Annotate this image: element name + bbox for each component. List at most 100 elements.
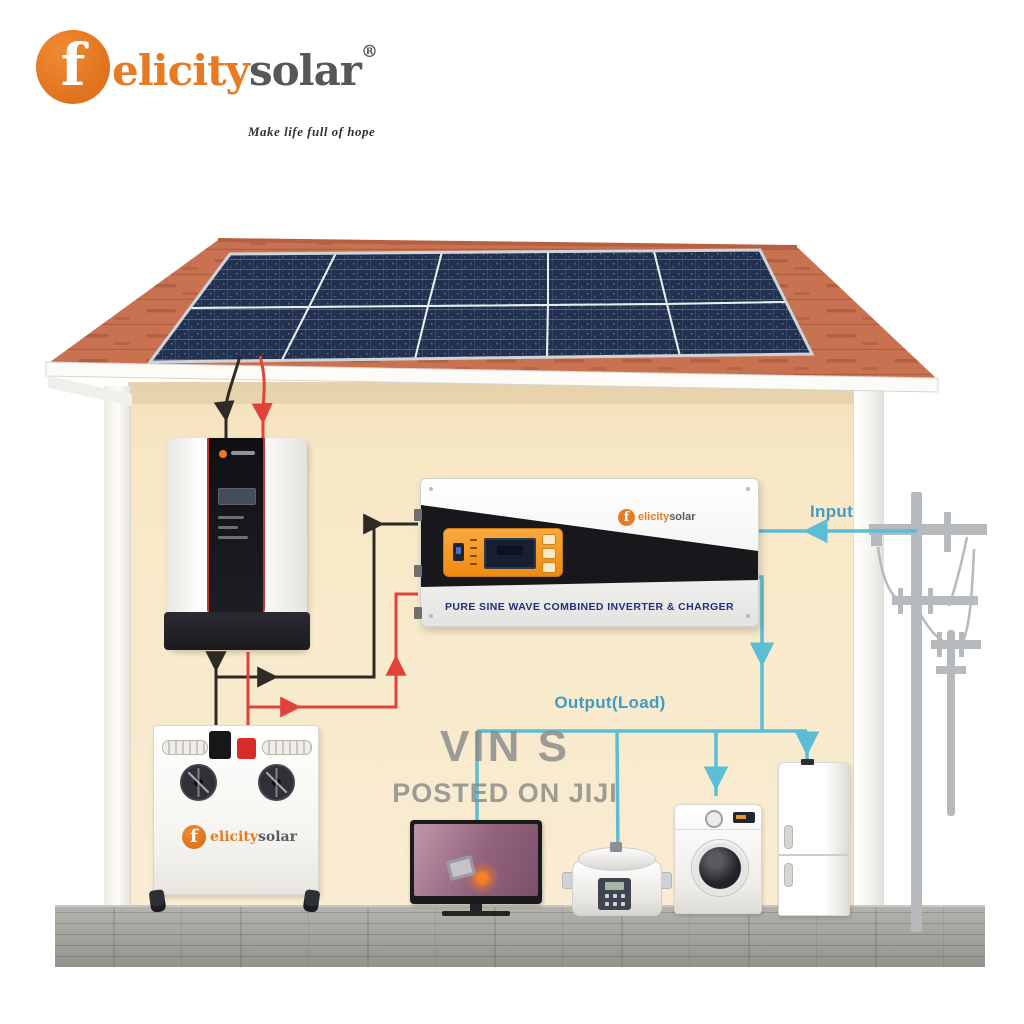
washer-knob[interactable] xyxy=(705,810,723,828)
inverter-unit: f elicitysolar PURE SINE WAVE COMBINED I… xyxy=(414,478,759,627)
panel-tick xyxy=(470,547,477,549)
panel-button[interactable] xyxy=(542,562,556,573)
solar-panel xyxy=(545,302,682,359)
brand-dot-icon xyxy=(219,450,227,458)
brand-word-solar: solar xyxy=(248,46,362,95)
solar-array-frame xyxy=(146,248,815,364)
mount-tab xyxy=(414,509,422,521)
pv-negative-wire xyxy=(213,355,242,423)
house-corner-trim-left xyxy=(104,386,131,907)
washer-display xyxy=(733,812,755,823)
cooker-button[interactable] xyxy=(613,902,617,906)
fridge-door-divider xyxy=(779,854,849,856)
fridge-handle xyxy=(784,825,793,849)
pv-positive-wire xyxy=(251,355,273,425)
brand-word-felicity: elicity xyxy=(112,46,250,95)
panel-text-line xyxy=(218,526,238,529)
panel-button[interactable] xyxy=(542,548,556,559)
input-label: Input xyxy=(810,502,854,521)
battery-cabinet: f elicitysolar xyxy=(148,725,321,913)
brand-dot-icon: f xyxy=(618,508,635,526)
pole-crossarm xyxy=(869,524,987,535)
inverter-lcd-display xyxy=(484,538,536,569)
brand-wordmark: elicitysolar® xyxy=(112,42,378,95)
panel-text-line xyxy=(218,536,248,539)
roof-soffit xyxy=(48,376,132,406)
inverter-brand-felicity: elicity xyxy=(638,511,670,523)
registered-mark: ® xyxy=(360,42,378,62)
cooker-feed-wire xyxy=(615,730,620,857)
caster-wheel xyxy=(148,889,167,913)
cooker-button[interactable] xyxy=(621,894,625,898)
house-corner-trim-right xyxy=(853,378,884,907)
cooling-fan-icon xyxy=(180,764,217,801)
rice-cooker xyxy=(562,842,672,916)
charge-controller-display xyxy=(218,488,256,505)
roof-ridge xyxy=(217,238,798,249)
inverter-positive-wire xyxy=(394,592,418,659)
brand-logo-f: f xyxy=(60,31,86,99)
charge-controller-front-panel xyxy=(207,438,265,612)
pole-sag-wires xyxy=(876,536,976,648)
brand-dot-icon: f xyxy=(182,825,206,849)
cooker-button[interactable] xyxy=(605,894,609,898)
inverter-brand-solar: solar xyxy=(669,511,696,523)
pole-insulator xyxy=(928,588,933,614)
panel-text-line xyxy=(218,516,244,519)
cooker-button[interactable] xyxy=(613,894,617,898)
fridge-wire-connector xyxy=(801,759,814,765)
screw-icon xyxy=(746,614,750,618)
television xyxy=(410,820,542,916)
power-switch[interactable] xyxy=(453,543,464,561)
brand-text-mark xyxy=(231,451,255,455)
ac-wires xyxy=(475,518,917,857)
screw-icon xyxy=(746,487,750,491)
panel-tick xyxy=(470,555,477,557)
washer-control-row xyxy=(675,805,761,830)
solar-panel xyxy=(547,249,669,307)
output-load-label: Output(Load) xyxy=(554,693,666,712)
fridge-handle xyxy=(784,863,793,887)
stone-ground xyxy=(55,905,985,967)
charge-controller-bottom-band xyxy=(164,612,310,650)
utility-pole xyxy=(869,492,987,932)
watermark-line1: VIN S xyxy=(440,722,570,771)
utility-pole-background xyxy=(947,630,955,816)
charge-controller xyxy=(164,438,310,650)
cooker-button[interactable] xyxy=(621,902,625,906)
inverter-brand-logo: f elicitysolar xyxy=(618,507,695,527)
battery-brand-felicity: elicity xyxy=(210,829,258,845)
dc-wires xyxy=(205,513,418,740)
washer-door xyxy=(691,839,749,897)
battery-brand-logo: f elicitysolar xyxy=(182,824,297,850)
battery-vent xyxy=(162,740,208,755)
cooling-fan-icon xyxy=(258,764,295,801)
brand-tagline: Make life full of hope xyxy=(248,124,376,139)
pole-crossarm xyxy=(931,640,981,649)
panel-tick xyxy=(470,539,477,541)
pole-crossarm xyxy=(892,596,978,605)
refrigerator xyxy=(778,759,850,916)
cooker-control-panel xyxy=(598,878,631,910)
brand-logo-icon: f xyxy=(36,30,110,104)
roof-fascia-gutter xyxy=(45,361,939,393)
screw-icon xyxy=(429,487,433,491)
solar-panel xyxy=(413,303,550,361)
battery-vent xyxy=(262,740,312,755)
tv-screen-content xyxy=(445,855,477,881)
panel-tick xyxy=(470,563,477,565)
mount-tab xyxy=(414,565,422,577)
utility-pole-mast xyxy=(911,492,922,932)
battery-negative-terminal xyxy=(209,731,231,759)
inverter-positive-wire xyxy=(297,654,407,709)
cooker-button[interactable] xyxy=(605,902,609,906)
panel-button[interactable] xyxy=(542,534,556,545)
battery-brand-solar: solar xyxy=(258,829,297,845)
solar-panel-array xyxy=(146,248,815,364)
washing-machine xyxy=(674,804,762,914)
pole-bracket xyxy=(871,535,882,546)
tv-stand-neck xyxy=(470,904,482,912)
watermark: VIN S POSTED ON JIJI xyxy=(355,722,655,809)
tv-stand-base xyxy=(442,911,510,916)
